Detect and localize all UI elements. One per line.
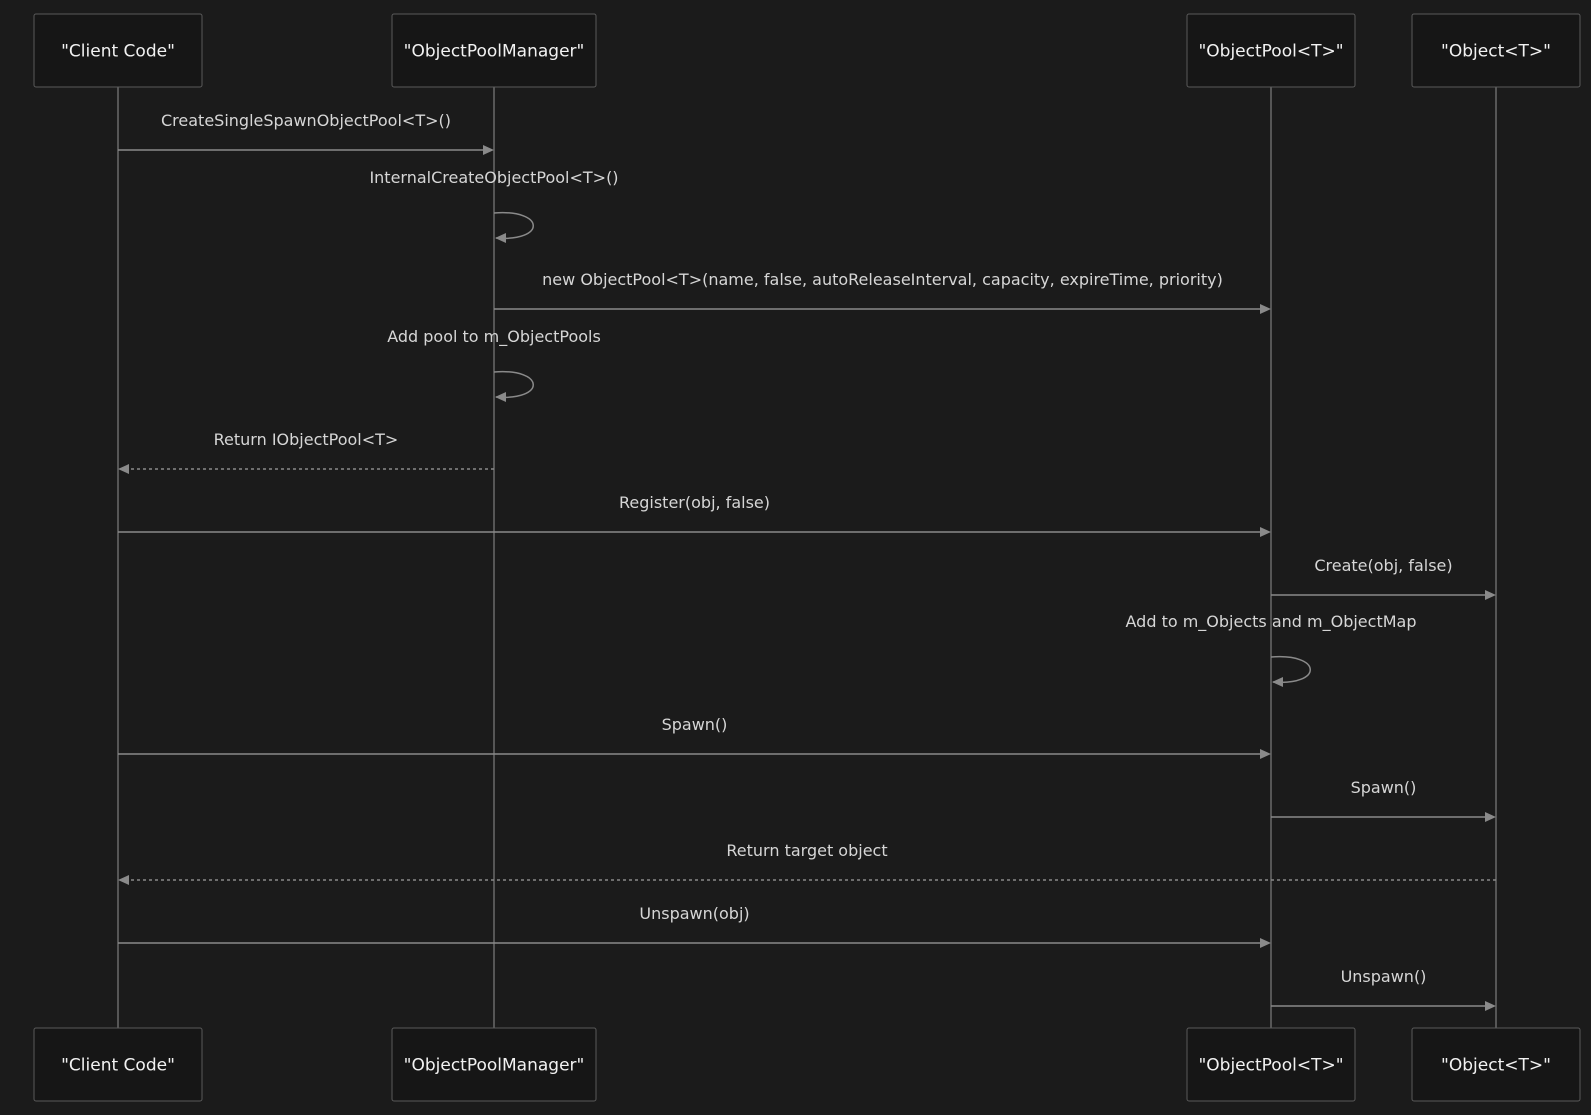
arrowhead-icon xyxy=(118,464,129,474)
participant-box xyxy=(1186,13,1356,88)
message-label: Spawn() xyxy=(662,715,728,734)
message-10-spawn: Spawn() xyxy=(1271,778,1496,822)
participant-bottom-pool: "ObjectPool<T>" xyxy=(1186,1027,1356,1102)
arrowhead-icon xyxy=(1485,812,1496,822)
arrowhead-icon xyxy=(1260,938,1271,948)
message-label: Add to m_Objects and m_ObjectMap xyxy=(1126,612,1417,632)
participant-top-manager: "ObjectPoolManager" xyxy=(391,13,597,88)
arrowhead-icon xyxy=(483,145,494,155)
message-5-return-iobjectpool-t: Return IObjectPool<T> xyxy=(118,430,494,474)
message-label: new ObjectPool<T>(name, false, autoRelea… xyxy=(542,270,1223,289)
participant-box xyxy=(391,1027,597,1102)
arrowhead-icon xyxy=(1485,590,1496,600)
participant-label: "ObjectPoolManager" xyxy=(404,42,585,62)
arrowhead-icon xyxy=(118,875,129,885)
participant-label: "Client Code" xyxy=(61,42,175,62)
participant-label: "Object<T>" xyxy=(1441,1056,1551,1076)
message-12-unspawn-obj: Unspawn(obj) xyxy=(118,904,1271,948)
arrowhead-icon xyxy=(495,233,506,243)
arrowhead-icon xyxy=(1485,1001,1496,1011)
message-6-register-obj-false: Register(obj, false) xyxy=(118,493,1271,537)
message-8-add-to-m-objects-and-m-objectmap: Add to m_Objects and m_ObjectMap xyxy=(1126,612,1417,687)
participant-bottom-object: "Object<T>" xyxy=(1411,1027,1581,1102)
message-13-unspawn: Unspawn() xyxy=(1271,967,1496,1011)
arrowhead-icon xyxy=(1272,677,1283,687)
participant-box xyxy=(1411,13,1581,88)
participant-box xyxy=(1411,1027,1581,1102)
message-label: Unspawn(obj) xyxy=(639,904,749,923)
participant-label: "ObjectPoolManager" xyxy=(404,1056,585,1076)
message-4-add-pool-to-m-objectpools: Add pool to m_ObjectPools xyxy=(387,327,601,402)
participant-box xyxy=(33,1027,203,1102)
message-label: Unspawn() xyxy=(1341,967,1427,986)
message-11-return-target-object: Return target object xyxy=(118,841,1496,885)
participant-top-pool: "ObjectPool<T>" xyxy=(1186,13,1356,88)
message-9-spawn: Spawn() xyxy=(118,715,1271,759)
message-label: CreateSingleSpawnObjectPool<T>() xyxy=(161,111,451,130)
message-2-internalcreateobjectpool-t: InternalCreateObjectPool<T>() xyxy=(369,168,619,243)
message-label: InternalCreateObjectPool<T>() xyxy=(369,168,618,187)
participant-label: "Client Code" xyxy=(61,1056,175,1076)
participant-box xyxy=(33,13,203,88)
participant-top-object: "Object<T>" xyxy=(1411,13,1581,88)
self-message-loop xyxy=(493,211,534,240)
message-label: Return target object xyxy=(726,841,887,860)
message-label: Add pool to m_ObjectPools xyxy=(387,327,601,347)
self-message-loop xyxy=(493,370,534,399)
participant-bottom-manager: "ObjectPoolManager" xyxy=(391,1027,597,1102)
self-message-loop xyxy=(1270,655,1311,684)
participant-box xyxy=(391,13,597,88)
message-label: Spawn() xyxy=(1351,778,1417,797)
arrowhead-icon xyxy=(495,392,506,402)
arrowhead-icon xyxy=(1260,304,1271,314)
participant-label: "ObjectPool<T>" xyxy=(1198,1056,1343,1076)
participant-box xyxy=(1186,1027,1356,1102)
message-label: Register(obj, false) xyxy=(619,493,770,512)
participant-top-client: "Client Code" xyxy=(33,13,203,88)
arrowhead-icon xyxy=(1260,527,1271,537)
message-label: Create(obj, false) xyxy=(1314,556,1452,575)
participant-bottom-client: "Client Code" xyxy=(33,1027,203,1102)
message-label: Return IObjectPool<T> xyxy=(214,430,399,449)
message-3-new-objectpool-t-name-false-autoreleaseinterval-capacity-expiretime-priority: new ObjectPool<T>(name, false, autoRelea… xyxy=(494,270,1271,314)
participant-label: "ObjectPool<T>" xyxy=(1198,42,1343,62)
message-1-createsinglespawnobjectpool-t: CreateSingleSpawnObjectPool<T>() xyxy=(118,111,494,155)
arrowhead-icon xyxy=(1260,749,1271,759)
participant-label: "Object<T>" xyxy=(1441,42,1551,62)
message-7-create-obj-false: Create(obj, false) xyxy=(1271,556,1496,600)
